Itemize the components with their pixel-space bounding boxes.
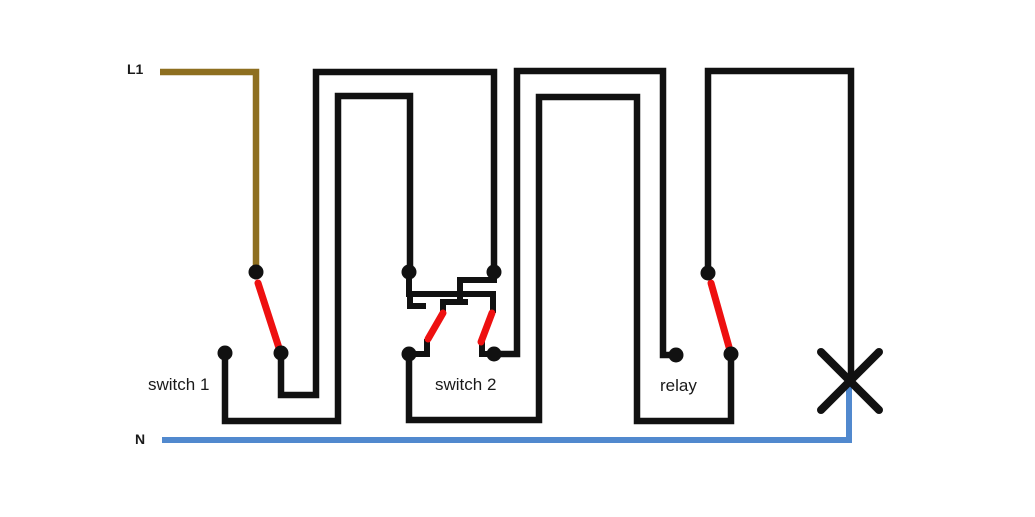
switch1-common-terminal-dot [248, 264, 264, 280]
neutral-wire-wire [162, 384, 852, 443]
switch2-left-contact-stub [407, 294, 426, 309]
l1-label: L1 [127, 61, 144, 77]
lamp-symbol [817, 348, 883, 414]
live-feed-wire-wire [160, 68, 260, 270]
switch2-bottom-left-terminal-dot [401, 346, 417, 362]
switch2-bottom-right-to-relay-alt-loop [494, 67, 672, 359]
switch2-right-lever [477, 309, 496, 346]
switch2-top-left-terminal-dot [401, 264, 417, 280]
switch2-left-lever-feed [440, 299, 468, 313]
relay-lever [707, 279, 733, 351]
relay-label: relay [660, 376, 697, 395]
relay-lever-terminal-dot [723, 346, 739, 362]
switch2-left-lever [424, 309, 447, 343]
switch1-lever-to-switch2-top-right-loop [277, 68, 498, 399]
switch1-alt-to-switch2-top-left-loop [221, 92, 414, 425]
switch1-alt-terminal-dot [217, 345, 233, 361]
relay-alt-terminal-dot [668, 347, 684, 363]
switch2-top-right-terminal-dot [486, 264, 502, 280]
switch1-lever-terminal-dot [273, 345, 289, 361]
relay-common-terminal-dot [700, 265, 716, 281]
switch2-crossover-bar [406, 272, 496, 313]
switch1-label: switch 1 [148, 375, 210, 394]
switch1-lever [254, 279, 283, 352]
switch2-label: switch 2 [435, 375, 497, 394]
switch2-bottom-left-to-relay-lever-loop [405, 93, 735, 425]
n-label: N [135, 431, 146, 447]
switch2-bottom-right-terminal-dot [486, 346, 502, 362]
relay-common-to-lamp-loop [704, 67, 855, 381]
